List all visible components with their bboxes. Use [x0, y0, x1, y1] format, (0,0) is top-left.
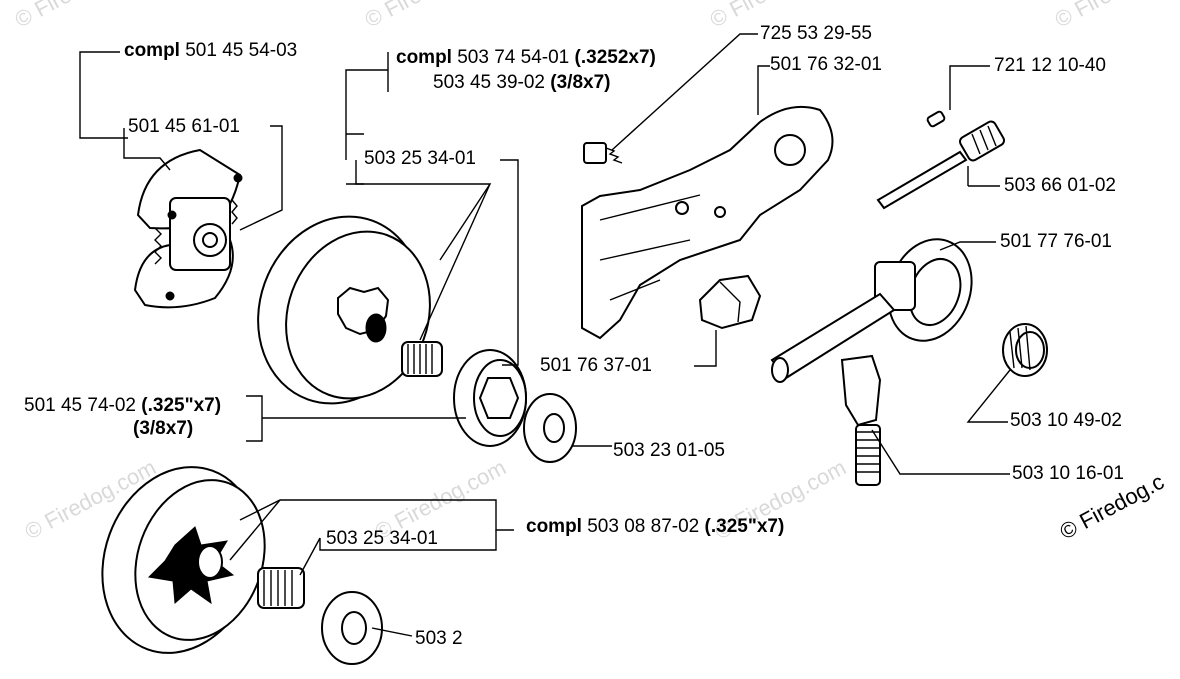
watermark-text: © Firedog.com	[361, 0, 500, 32]
label-part-number: 503 74 54-01	[457, 47, 570, 68]
label-worm: 503 10 16-01	[1012, 463, 1124, 484]
label-bearing-bottom: 503 25 34-01	[326, 528, 438, 549]
label-spec: (.325"x7)	[141, 395, 222, 416]
label-shaft: 503 66 01-02	[1004, 175, 1116, 196]
label-screw: 725 53 29-55	[760, 23, 872, 44]
pin	[926, 110, 946, 128]
label-pin: 721 12 10-40	[994, 55, 1106, 76]
label-drum-alt: 503 45 39-02 (3/8x7)	[433, 72, 610, 94]
worm-gear	[1002, 323, 1048, 377]
leader-lines	[79, 33, 1011, 637]
drive-shaft	[876, 120, 1005, 210]
label-compl-bold: compl	[396, 47, 452, 68]
label-rim: 501 45 74-02 (.325"x7)	[24, 395, 221, 417]
clutch-drum-bottom	[101, 466, 266, 654]
label-part-number: 501 45 74-02	[24, 395, 136, 416]
chain-clip	[698, 274, 762, 330]
label-gear: 503 10 49-02	[1010, 410, 1122, 431]
label-spec: (.3252x7)	[574, 47, 656, 68]
rim-sprocket	[453, 349, 527, 447]
label-pump: 501 77 76-01	[1000, 231, 1112, 252]
label-drum-compl: compl 503 74 54-01 (.3252x7)	[396, 47, 656, 69]
label-drum2: compl 503 08 87-02 (.325"x7)	[526, 516, 784, 538]
watermark-text: © Firedog.com	[11, 0, 150, 32]
label-plate: 501 76 32-01	[770, 54, 882, 75]
label-part-number: 503 45 39-02	[433, 72, 545, 93]
label-part-number: 501 45 54-03	[185, 40, 298, 61]
label-compl-bold: compl	[526, 516, 582, 537]
needle-bearing-bottom	[257, 567, 305, 609]
label-washer-top: 503 23 01-05	[613, 440, 725, 461]
label-spec: (3/8x7)	[133, 418, 194, 439]
washer-top	[523, 393, 577, 463]
guide-plate	[581, 105, 834, 340]
label-spec: (3/8x7)	[550, 72, 611, 93]
label-clutch-compl: compl 501 45 54-03	[124, 40, 297, 62]
watermark-text: © Firedog.com	[1051, 0, 1180, 32]
screw	[583, 142, 623, 164]
label-rim-spec2: (3/8x7)	[133, 418, 193, 440]
oil-pump	[770, 238, 973, 383]
label-bearing-top: 503 25 34-01	[364, 148, 476, 169]
label-part-number: 503 08 87-02	[587, 516, 700, 537]
washer-bottom	[321, 591, 383, 665]
clutch-assembly	[133, 148, 243, 309]
clutch-drum-top	[257, 215, 431, 405]
label-compl-bold: compl	[124, 40, 180, 61]
label-spec: (.325"x7)	[704, 516, 785, 537]
label-clip: 501 76 37-01	[540, 355, 652, 376]
worm	[840, 354, 882, 486]
label-washer-bottom: 503 2	[415, 628, 463, 649]
label-clutch-shoe: 501 45 61-01	[128, 116, 240, 137]
needle-bearing-top	[401, 341, 443, 377]
